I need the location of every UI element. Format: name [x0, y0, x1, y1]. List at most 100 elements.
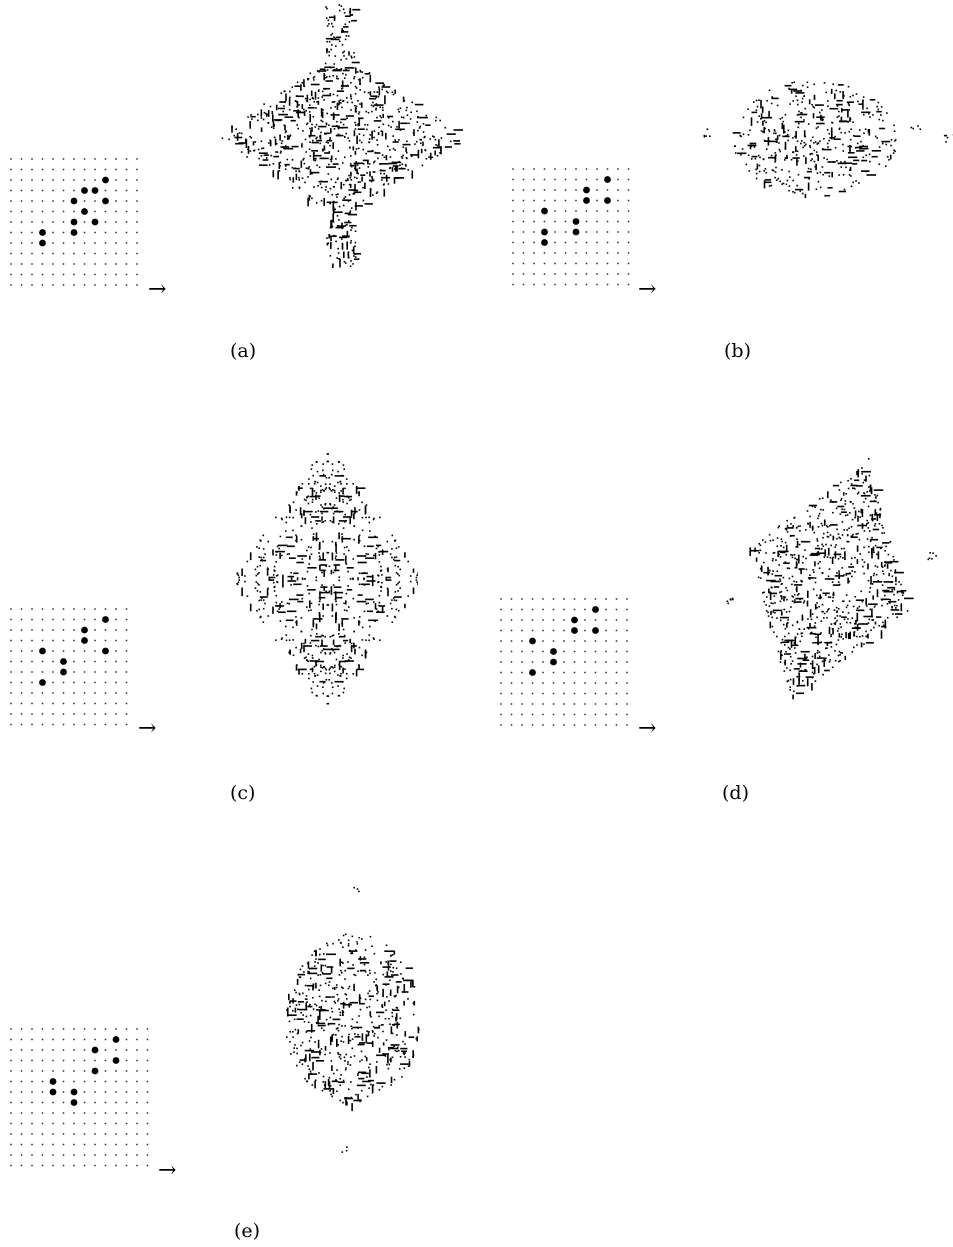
pattern-cell — [323, 682, 325, 684]
pattern-cell — [388, 1049, 390, 1051]
pattern-cell — [320, 155, 322, 157]
grid-dot — [136, 1070, 138, 1072]
pattern-cell — [796, 581, 798, 583]
pattern-cell — [848, 103, 850, 105]
pattern-cell — [320, 183, 322, 185]
pattern-cell — [333, 572, 335, 574]
grid-dot — [521, 630, 523, 632]
pattern-cell — [929, 552, 931, 554]
pattern-cell — [395, 1023, 397, 1025]
pattern-cell — [353, 539, 355, 541]
pattern-cell — [760, 118, 762, 120]
grid-dot — [626, 651, 628, 653]
grid-dot — [126, 284, 128, 286]
pattern-bar — [358, 118, 364, 120]
pattern-cell — [849, 104, 851, 106]
grid-dot — [542, 693, 544, 695]
pattern-cell — [348, 1034, 350, 1036]
grid-dot — [586, 231, 588, 233]
pattern-cell — [292, 530, 294, 532]
grid-dot — [126, 619, 128, 621]
pattern-bar — [297, 979, 299, 985]
pattern-cell — [348, 945, 350, 947]
grid-dot — [84, 703, 86, 705]
pattern-cell — [299, 976, 301, 978]
pattern-cell — [271, 155, 273, 157]
pattern-cell — [294, 989, 296, 991]
pattern-bar — [335, 559, 344, 561]
pattern-cell — [881, 605, 883, 607]
pattern-cell — [422, 165, 424, 167]
grid-dot — [105, 1112, 107, 1114]
pattern-cell — [868, 486, 870, 488]
pattern-cell — [897, 592, 899, 594]
grid-dot — [126, 703, 128, 705]
pattern-cell — [784, 644, 786, 646]
pattern-cell — [331, 161, 333, 163]
pattern-cell — [330, 520, 332, 522]
pattern-cell — [335, 106, 337, 108]
grid-dot — [115, 1102, 117, 1104]
pattern-cell — [343, 527, 345, 529]
pattern-cell — [760, 568, 762, 570]
pattern-cell — [326, 669, 328, 671]
pattern-cell — [395, 1050, 397, 1052]
pattern-cell — [775, 167, 777, 169]
live-cell — [60, 669, 67, 676]
pattern-cell — [776, 179, 778, 181]
pattern-cell — [837, 615, 839, 617]
pattern-cell — [398, 109, 400, 111]
pattern-cell — [847, 480, 849, 482]
pattern-cell — [371, 1022, 373, 1024]
pattern-cell — [331, 666, 333, 668]
pattern-bar — [307, 1030, 315, 1032]
pattern-cell — [394, 168, 396, 170]
pattern-cell — [354, 253, 356, 255]
pattern-cell — [346, 593, 348, 595]
pattern-cell — [269, 140, 271, 142]
grid-dot — [10, 724, 12, 726]
pattern-cell — [338, 939, 340, 941]
pattern-cell — [830, 499, 832, 501]
pattern-cell — [397, 1007, 399, 1009]
grid-dot — [31, 629, 33, 631]
pattern-bar — [454, 129, 464, 131]
grid-dot — [94, 1060, 96, 1062]
grid-dot — [115, 1049, 117, 1051]
pattern-cell — [822, 661, 824, 663]
pattern-cell — [310, 609, 312, 611]
pattern-cell — [769, 185, 771, 187]
pattern-bar — [328, 1079, 330, 1086]
pattern-bar — [820, 115, 822, 121]
pattern-cell — [244, 581, 246, 583]
pattern-bar — [877, 589, 879, 597]
grid-dot — [586, 284, 588, 286]
grid-dot — [500, 651, 502, 653]
pattern-cell — [810, 168, 812, 170]
pattern-cell — [337, 95, 339, 97]
pattern-cell — [820, 187, 822, 189]
pattern-bar — [808, 577, 814, 579]
pattern-cell — [785, 587, 787, 589]
grid-dot — [94, 200, 96, 202]
pattern-bar — [332, 604, 334, 612]
grid-dot — [10, 1154, 12, 1156]
pattern-bar — [786, 545, 788, 552]
grid-dot — [52, 232, 54, 234]
grid-dot — [31, 619, 33, 621]
pattern-bar — [293, 573, 298, 575]
grid-dot — [21, 1154, 23, 1156]
grid-dot — [500, 714, 502, 716]
pattern-bar — [336, 1039, 338, 1047]
pattern-cell — [310, 514, 312, 516]
pattern-bar — [790, 535, 795, 537]
pattern-cell — [809, 145, 811, 147]
pattern-cell — [856, 93, 858, 95]
pattern-cell — [374, 953, 376, 955]
pattern-cell — [317, 962, 319, 964]
pattern-bar — [384, 950, 393, 952]
pattern-cell — [418, 1029, 420, 1031]
pattern-cell — [818, 606, 820, 608]
grid-dot — [115, 169, 117, 171]
pattern-cell — [917, 125, 919, 127]
